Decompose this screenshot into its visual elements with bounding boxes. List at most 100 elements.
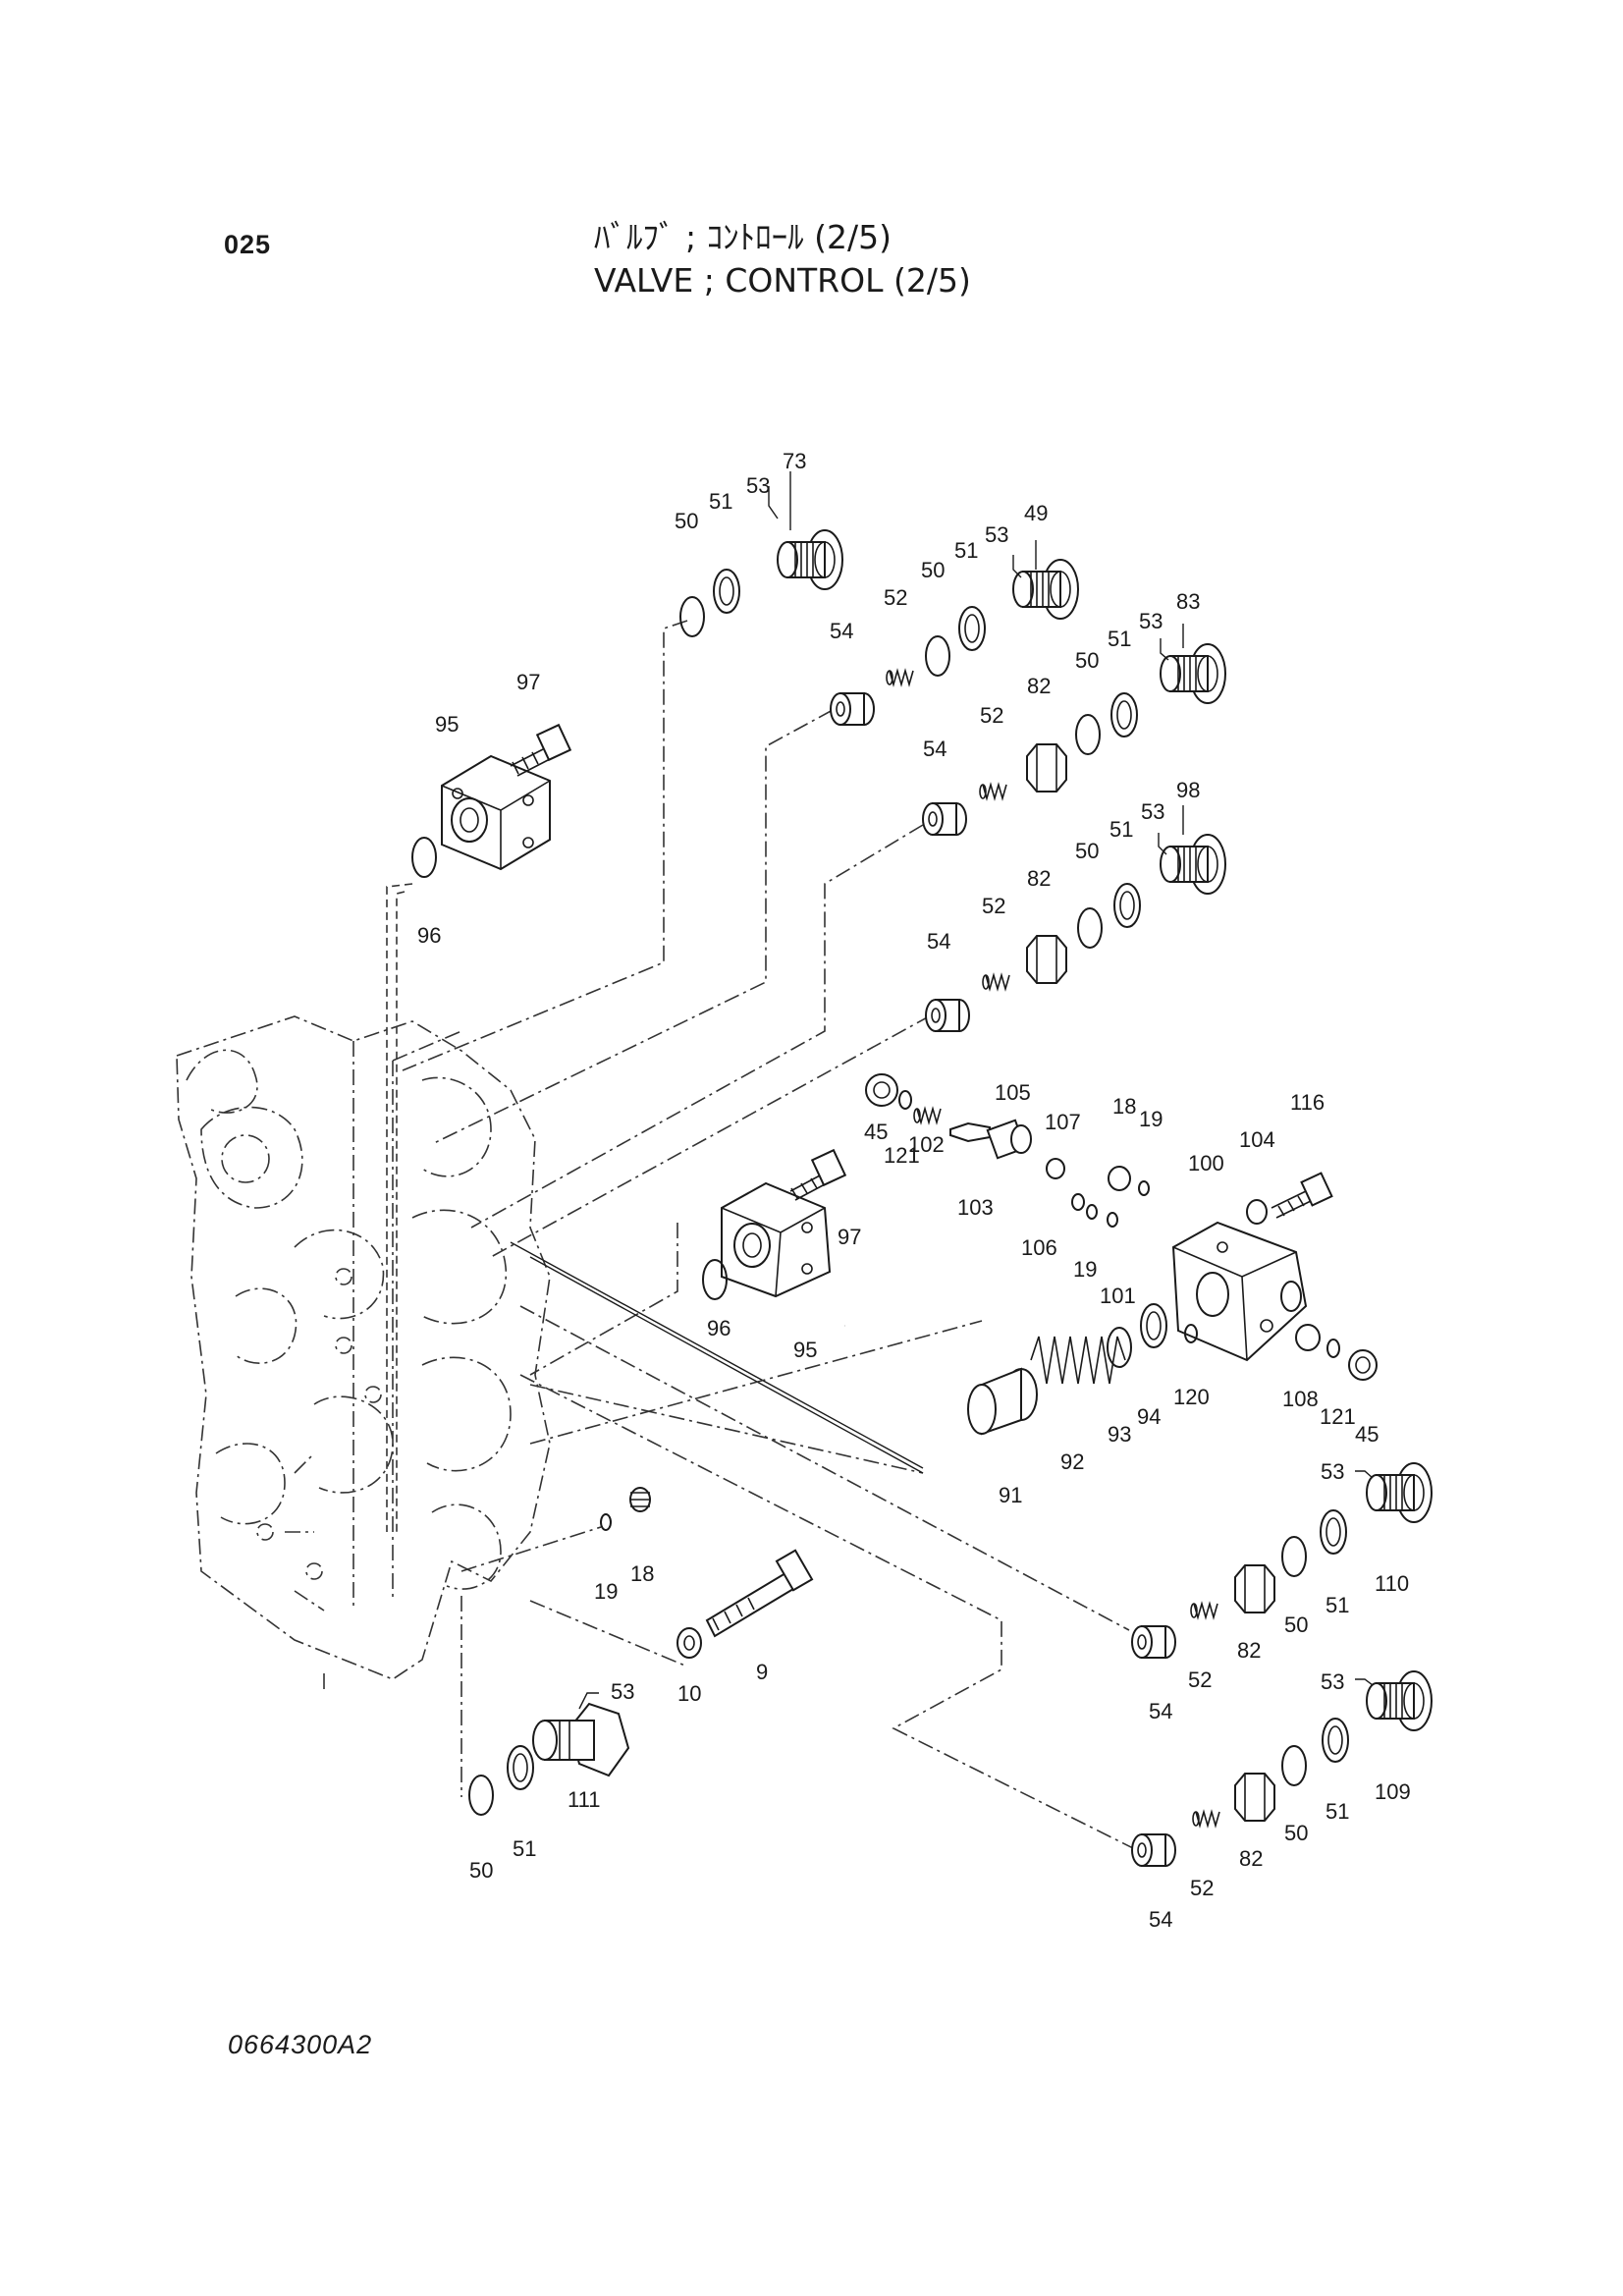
part-97-bolt-lower xyxy=(789,1148,847,1201)
part-103-poppet xyxy=(949,1121,991,1143)
part-100-cover xyxy=(1171,1221,1308,1362)
callout-52: 52 xyxy=(1190,1876,1214,1900)
part-96-o-ring-upper xyxy=(411,837,437,878)
leader-lines xyxy=(285,620,1140,1852)
part-51-backup-ring xyxy=(1322,1718,1349,1763)
part-54-poppet xyxy=(922,802,967,836)
callout-51: 51 xyxy=(709,489,732,514)
callouts: 73 53 51 50 49 53 51 50 52 54 83 53 51 5… xyxy=(417,449,1411,1932)
part-52-spring xyxy=(1192,1811,1220,1827)
part-101-o-ring xyxy=(1107,1212,1118,1228)
callout-95: 95 xyxy=(793,1338,817,1362)
callout-94: 94 xyxy=(1137,1404,1161,1429)
callout-52: 52 xyxy=(982,894,1005,918)
callout-50: 50 xyxy=(469,1858,493,1883)
callout-97: 97 xyxy=(838,1225,861,1249)
part-19-o-ring-top xyxy=(1138,1180,1150,1196)
callout-45: 45 xyxy=(864,1120,888,1144)
part-54-poppet xyxy=(830,692,875,726)
part-93-o-ring xyxy=(1107,1327,1132,1368)
part-91-spring-seat xyxy=(967,1367,1038,1436)
callout-53: 53 xyxy=(1139,609,1163,633)
callout-53: 53 xyxy=(1321,1459,1344,1484)
part-108-seat xyxy=(1295,1324,1321,1351)
callout-54: 54 xyxy=(923,737,947,761)
part-50-o-ring xyxy=(679,596,705,637)
callout-116: 116 xyxy=(1290,1090,1325,1115)
callout-54: 54 xyxy=(1149,1699,1172,1723)
callout-52: 52 xyxy=(980,703,1003,728)
callout-50: 50 xyxy=(921,558,945,582)
callout-101: 101 xyxy=(1100,1284,1136,1308)
part-95-flange-lower xyxy=(721,1181,832,1298)
part-54-poppet xyxy=(1131,1625,1176,1659)
callout-98: 98 xyxy=(1176,778,1200,802)
valve-body-outline xyxy=(176,1015,551,1680)
callout-19: 19 xyxy=(1139,1107,1163,1131)
part-82-block xyxy=(1234,1773,1275,1822)
drawing-number: 0664300A2 xyxy=(228,2030,373,2059)
callout-54: 54 xyxy=(1149,1907,1172,1932)
part-51-backup-ring xyxy=(958,606,986,651)
part-51-backup-ring xyxy=(713,569,740,614)
callout-102: 102 xyxy=(908,1132,945,1157)
part-52-spring xyxy=(982,974,1010,990)
callout-53: 53 xyxy=(746,473,770,498)
callout-51: 51 xyxy=(1108,627,1131,651)
part-19-o-ring-right xyxy=(1086,1204,1098,1220)
callout-91: 91 xyxy=(999,1483,1022,1507)
callout-82: 82 xyxy=(1237,1638,1261,1663)
part-106-o-ring xyxy=(1071,1193,1085,1211)
callout-110: 110 xyxy=(1375,1571,1409,1596)
callout-53: 53 xyxy=(1141,799,1164,824)
part-50-o-ring xyxy=(1281,1536,1307,1577)
callout-50: 50 xyxy=(1075,648,1099,673)
part-107-ring xyxy=(1046,1158,1065,1179)
callout-50: 50 xyxy=(1075,839,1099,863)
callout-51: 51 xyxy=(1325,1799,1349,1824)
callout-106: 106 xyxy=(1021,1235,1057,1260)
callout-73: 73 xyxy=(783,449,806,473)
callout-9: 9 xyxy=(756,1660,768,1684)
part-54-poppet xyxy=(925,999,970,1032)
part-51-backup-ring xyxy=(1110,692,1138,738)
part-18-plug-right xyxy=(1108,1166,1131,1191)
callout-51: 51 xyxy=(513,1836,536,1861)
part-52-spring xyxy=(886,670,914,685)
part-54-poppet xyxy=(1131,1833,1176,1867)
callout-120: 120 xyxy=(1173,1385,1210,1409)
part-18-plug-lower xyxy=(629,1487,651,1512)
callout-108: 108 xyxy=(1282,1387,1319,1411)
callout-18: 18 xyxy=(630,1561,654,1586)
callout-107: 107 xyxy=(1045,1110,1081,1134)
part-109-plug xyxy=(1366,1670,1433,1731)
part-50-o-ring xyxy=(1077,907,1103,949)
part-82-block xyxy=(1026,743,1067,793)
callout-82: 82 xyxy=(1027,674,1051,698)
callout-54: 54 xyxy=(927,929,950,954)
part-95-flange-upper xyxy=(441,754,551,871)
callout-96: 96 xyxy=(417,923,441,948)
callout-52: 52 xyxy=(1188,1667,1212,1692)
callout-50: 50 xyxy=(1284,1613,1308,1637)
part-94-washer xyxy=(1140,1303,1167,1348)
part-52-spring xyxy=(1190,1603,1218,1618)
callout-19: 19 xyxy=(594,1579,618,1604)
callout-54: 54 xyxy=(830,619,853,643)
part-73-plug xyxy=(777,529,843,590)
callout-104: 104 xyxy=(1239,1127,1275,1152)
part-50-o-ring xyxy=(468,1775,494,1816)
part-116-bolt xyxy=(1271,1172,1333,1219)
part-92-spring xyxy=(1030,1336,1126,1385)
part-98-plug xyxy=(1160,834,1226,895)
part-51-backup-ring xyxy=(1320,1509,1347,1555)
callout-53: 53 xyxy=(1321,1669,1344,1694)
callout-97: 97 xyxy=(516,670,540,694)
part-83-plug xyxy=(1160,643,1226,704)
callout-93: 93 xyxy=(1108,1422,1131,1447)
callout-leaders xyxy=(578,471,1374,1710)
part-10-washer xyxy=(676,1627,702,1659)
part-121-o-ring-lower xyxy=(1326,1339,1340,1358)
callout-105: 105 xyxy=(995,1080,1031,1105)
part-50-o-ring xyxy=(925,635,950,677)
